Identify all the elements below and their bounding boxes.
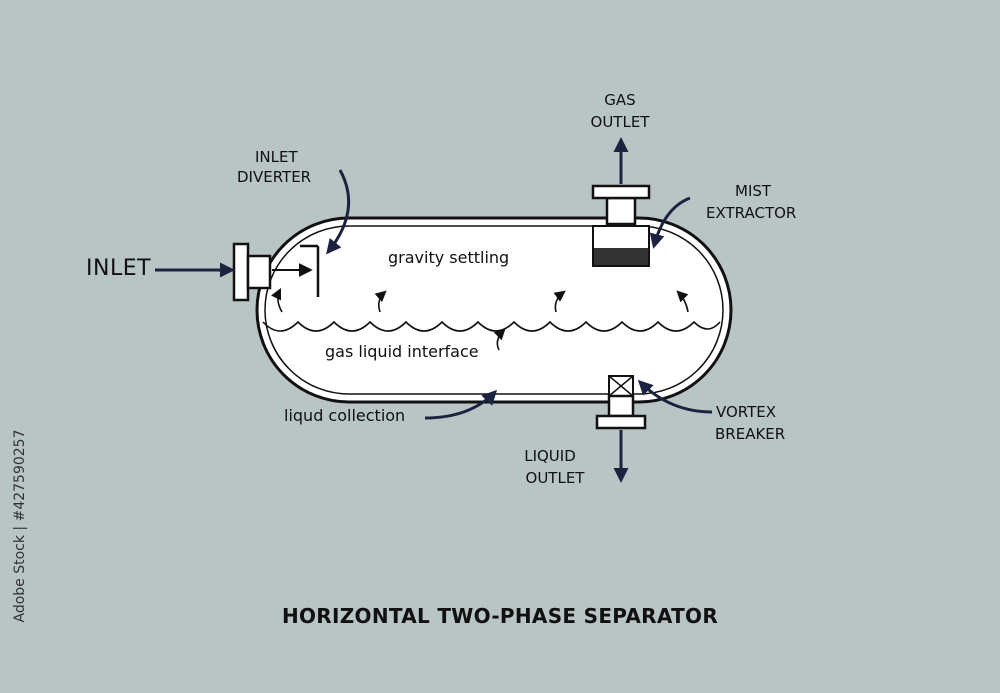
inlet-diverter [300, 244, 320, 297]
liquid-collection-pointer [424, 389, 498, 420]
vortex-breaker-pointer [637, 379, 713, 414]
gravity-settling-label: gravity settling [388, 248, 510, 267]
vortex-breaker-label-line1: VORTEX [716, 403, 777, 421]
inlet-label: INLET [86, 256, 152, 281]
liquid-outlet-label-line1: LIQUID [524, 447, 576, 465]
vortex-breaker [608, 375, 634, 397]
stock-id-text: Adobe Stock | #427590257 [12, 429, 28, 623]
inlet-diverter-pointer [326, 169, 351, 255]
liquid-outlet-label-line2: OUTLET [525, 469, 585, 487]
inlet-nozzle [232, 242, 272, 302]
stock-id: Adobe Stock | #427590257 [8, 430, 32, 623]
mist-extractor [592, 225, 650, 267]
liquid-outlet-nozzle [595, 394, 647, 430]
gas-liquid-interface-label: gas liquid interface [325, 342, 479, 361]
diagram-title: HORIZONTAL TWO-PHASE SEPARATOR [281, 604, 719, 628]
gas-outlet-nozzle [591, 184, 651, 226]
inlet-diverter-label-line1: INLET [255, 148, 298, 166]
gas-rise-arrows [270, 287, 689, 351]
inlet-diverter-label-line2: DIVERTER [237, 168, 312, 186]
gas-outlet-label-line1: GAS [604, 91, 636, 109]
mist-extractor-label-line1: MIST [735, 182, 772, 200]
vortex-breaker-label-line2: BREAKER [715, 425, 786, 443]
gas-outlet-label-line2: OUTLET [590, 113, 650, 131]
liquid-collection-label: liqud collection [284, 406, 406, 425]
mist-extractor-label-line2: EXTRACTOR [706, 204, 797, 222]
mist-extractor-pointer [649, 196, 691, 249]
vessel [255, 216, 733, 404]
